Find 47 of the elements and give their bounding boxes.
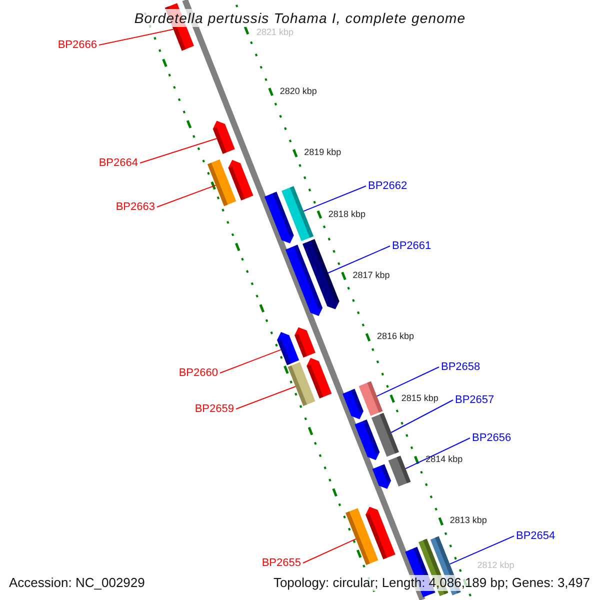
gene-block bbox=[388, 456, 411, 486]
position-label: 2813 kbp bbox=[450, 515, 487, 526]
gene-label: BP2660 bbox=[178, 366, 218, 380]
leader-line bbox=[405, 438, 470, 470]
gene-block bbox=[264, 192, 294, 244]
leader-line bbox=[302, 538, 356, 564]
gene-block bbox=[366, 506, 396, 560]
gene-label: BP2661 bbox=[392, 239, 432, 253]
leader-line bbox=[140, 138, 218, 164]
position-label: 2820 kbp bbox=[280, 86, 317, 97]
gene-label: BP2655 bbox=[262, 556, 301, 570]
gene-label: BP2663 bbox=[116, 200, 155, 214]
leader-line bbox=[328, 246, 390, 274]
gene-block bbox=[294, 327, 316, 358]
position-label: 2816 kbp bbox=[377, 331, 414, 342]
gene-block bbox=[228, 160, 254, 200]
position-label: 2818 kbp bbox=[328, 208, 366, 220]
gene-label: BP2662 bbox=[368, 179, 408, 193]
leader-line bbox=[376, 366, 440, 397]
gene-block bbox=[306, 358, 332, 398]
leader-line bbox=[303, 186, 366, 212]
gene-block bbox=[354, 420, 380, 460]
position-label: 2821 kbp bbox=[256, 27, 294, 38]
genome-info-text: Topology: circular; Length: 4,086,189 bp; Genes: 3,497 bbox=[271, 575, 592, 591]
leader-line bbox=[220, 349, 282, 374]
gene-label: BP2666 bbox=[58, 38, 97, 52]
position-label: 2815 kbp bbox=[401, 392, 438, 404]
gene-label: BP2654 bbox=[516, 529, 556, 543]
leader-line bbox=[98, 28, 174, 46]
leader-line bbox=[449, 536, 514, 565]
leader-line bbox=[156, 184, 216, 208]
gene-label: BP2657 bbox=[455, 393, 494, 407]
gene-block bbox=[285, 244, 322, 316]
position-label: 2819 kbp bbox=[304, 147, 342, 158]
gene-label: BP2664 bbox=[98, 156, 138, 170]
gene-label: BP2658 bbox=[441, 360, 480, 374]
gene-block bbox=[212, 120, 235, 154]
gene-block bbox=[372, 464, 391, 489]
gene-label: BP2659 bbox=[194, 402, 234, 416]
accession-text: Accession: NC_002929 bbox=[7, 575, 147, 591]
position-label: 2814 kbp bbox=[426, 454, 463, 466]
position-label: 2817 kbp bbox=[352, 270, 390, 281]
position-label: 2812 kbp bbox=[477, 560, 514, 571]
gene-label: BP2656 bbox=[472, 431, 512, 445]
leader-line bbox=[236, 386, 296, 410]
gene-block bbox=[342, 388, 364, 420]
gene-block bbox=[277, 332, 300, 366]
